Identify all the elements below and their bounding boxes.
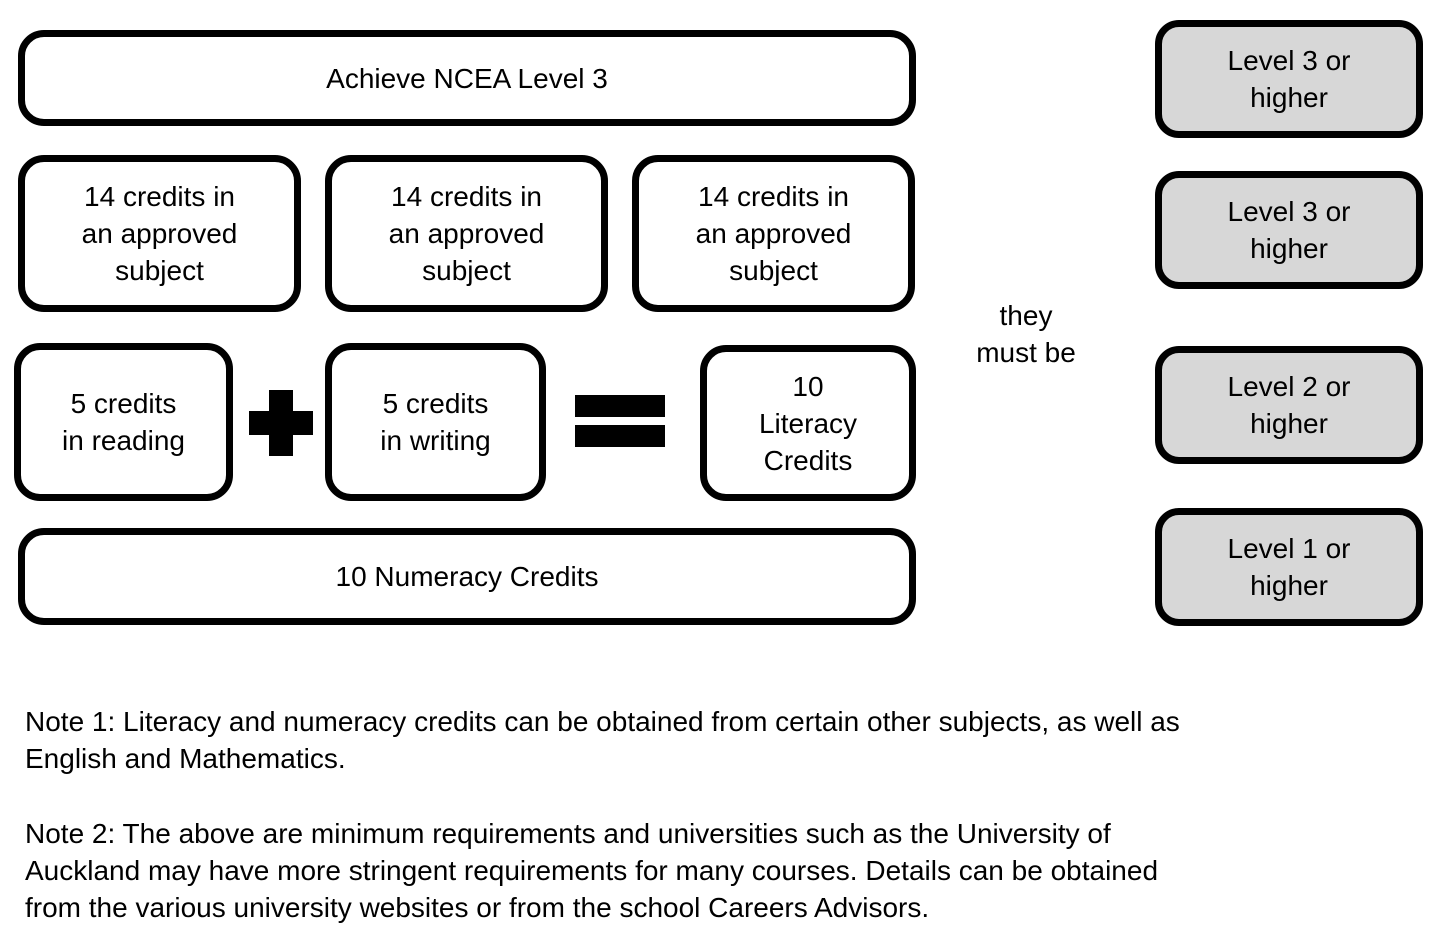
equals-icon-top-bar [575, 395, 665, 417]
level-requirement-box-2: Level 3 or higher [1155, 171, 1423, 289]
approved-subject-credits-box-1: 14 credits in an approved subject [18, 155, 301, 312]
plus-icon-vertical-bar [269, 390, 293, 456]
level-requirement-box-1: Level 3 or higher [1155, 20, 1423, 138]
level-requirement-box-4: Level 1 or higher [1155, 508, 1423, 626]
literacy-credits-box: 10 Literacy Credits [700, 345, 916, 501]
equals-icon-bottom-bar [575, 425, 665, 447]
note-1: Note 1: Literacy and numeracy credits ca… [25, 706, 1180, 774]
reading-credits-box: 5 credits in reading [14, 343, 233, 501]
notes-section: Note 1: Literacy and numeracy credits ca… [25, 703, 1425, 926]
plus-icon [249, 390, 313, 456]
they-must-be-label: they must be [976, 300, 1076, 368]
approved-subject-credits-box-3: 14 credits in an approved subject [632, 155, 915, 312]
achieve-ncea-level3-box: Achieve NCEA Level 3 [18, 30, 916, 126]
equals-icon [575, 395, 665, 447]
approved-subject-credits-box-2: 14 credits in an approved subject [325, 155, 608, 312]
numeracy-credits-box: 10 Numeracy Credits [18, 528, 916, 625]
level-requirement-box-3: Level 2 or higher [1155, 346, 1423, 464]
writing-credits-box: 5 credits in writing [325, 343, 546, 501]
note-2: Note 2: The above are minimum requiremen… [25, 818, 1159, 923]
